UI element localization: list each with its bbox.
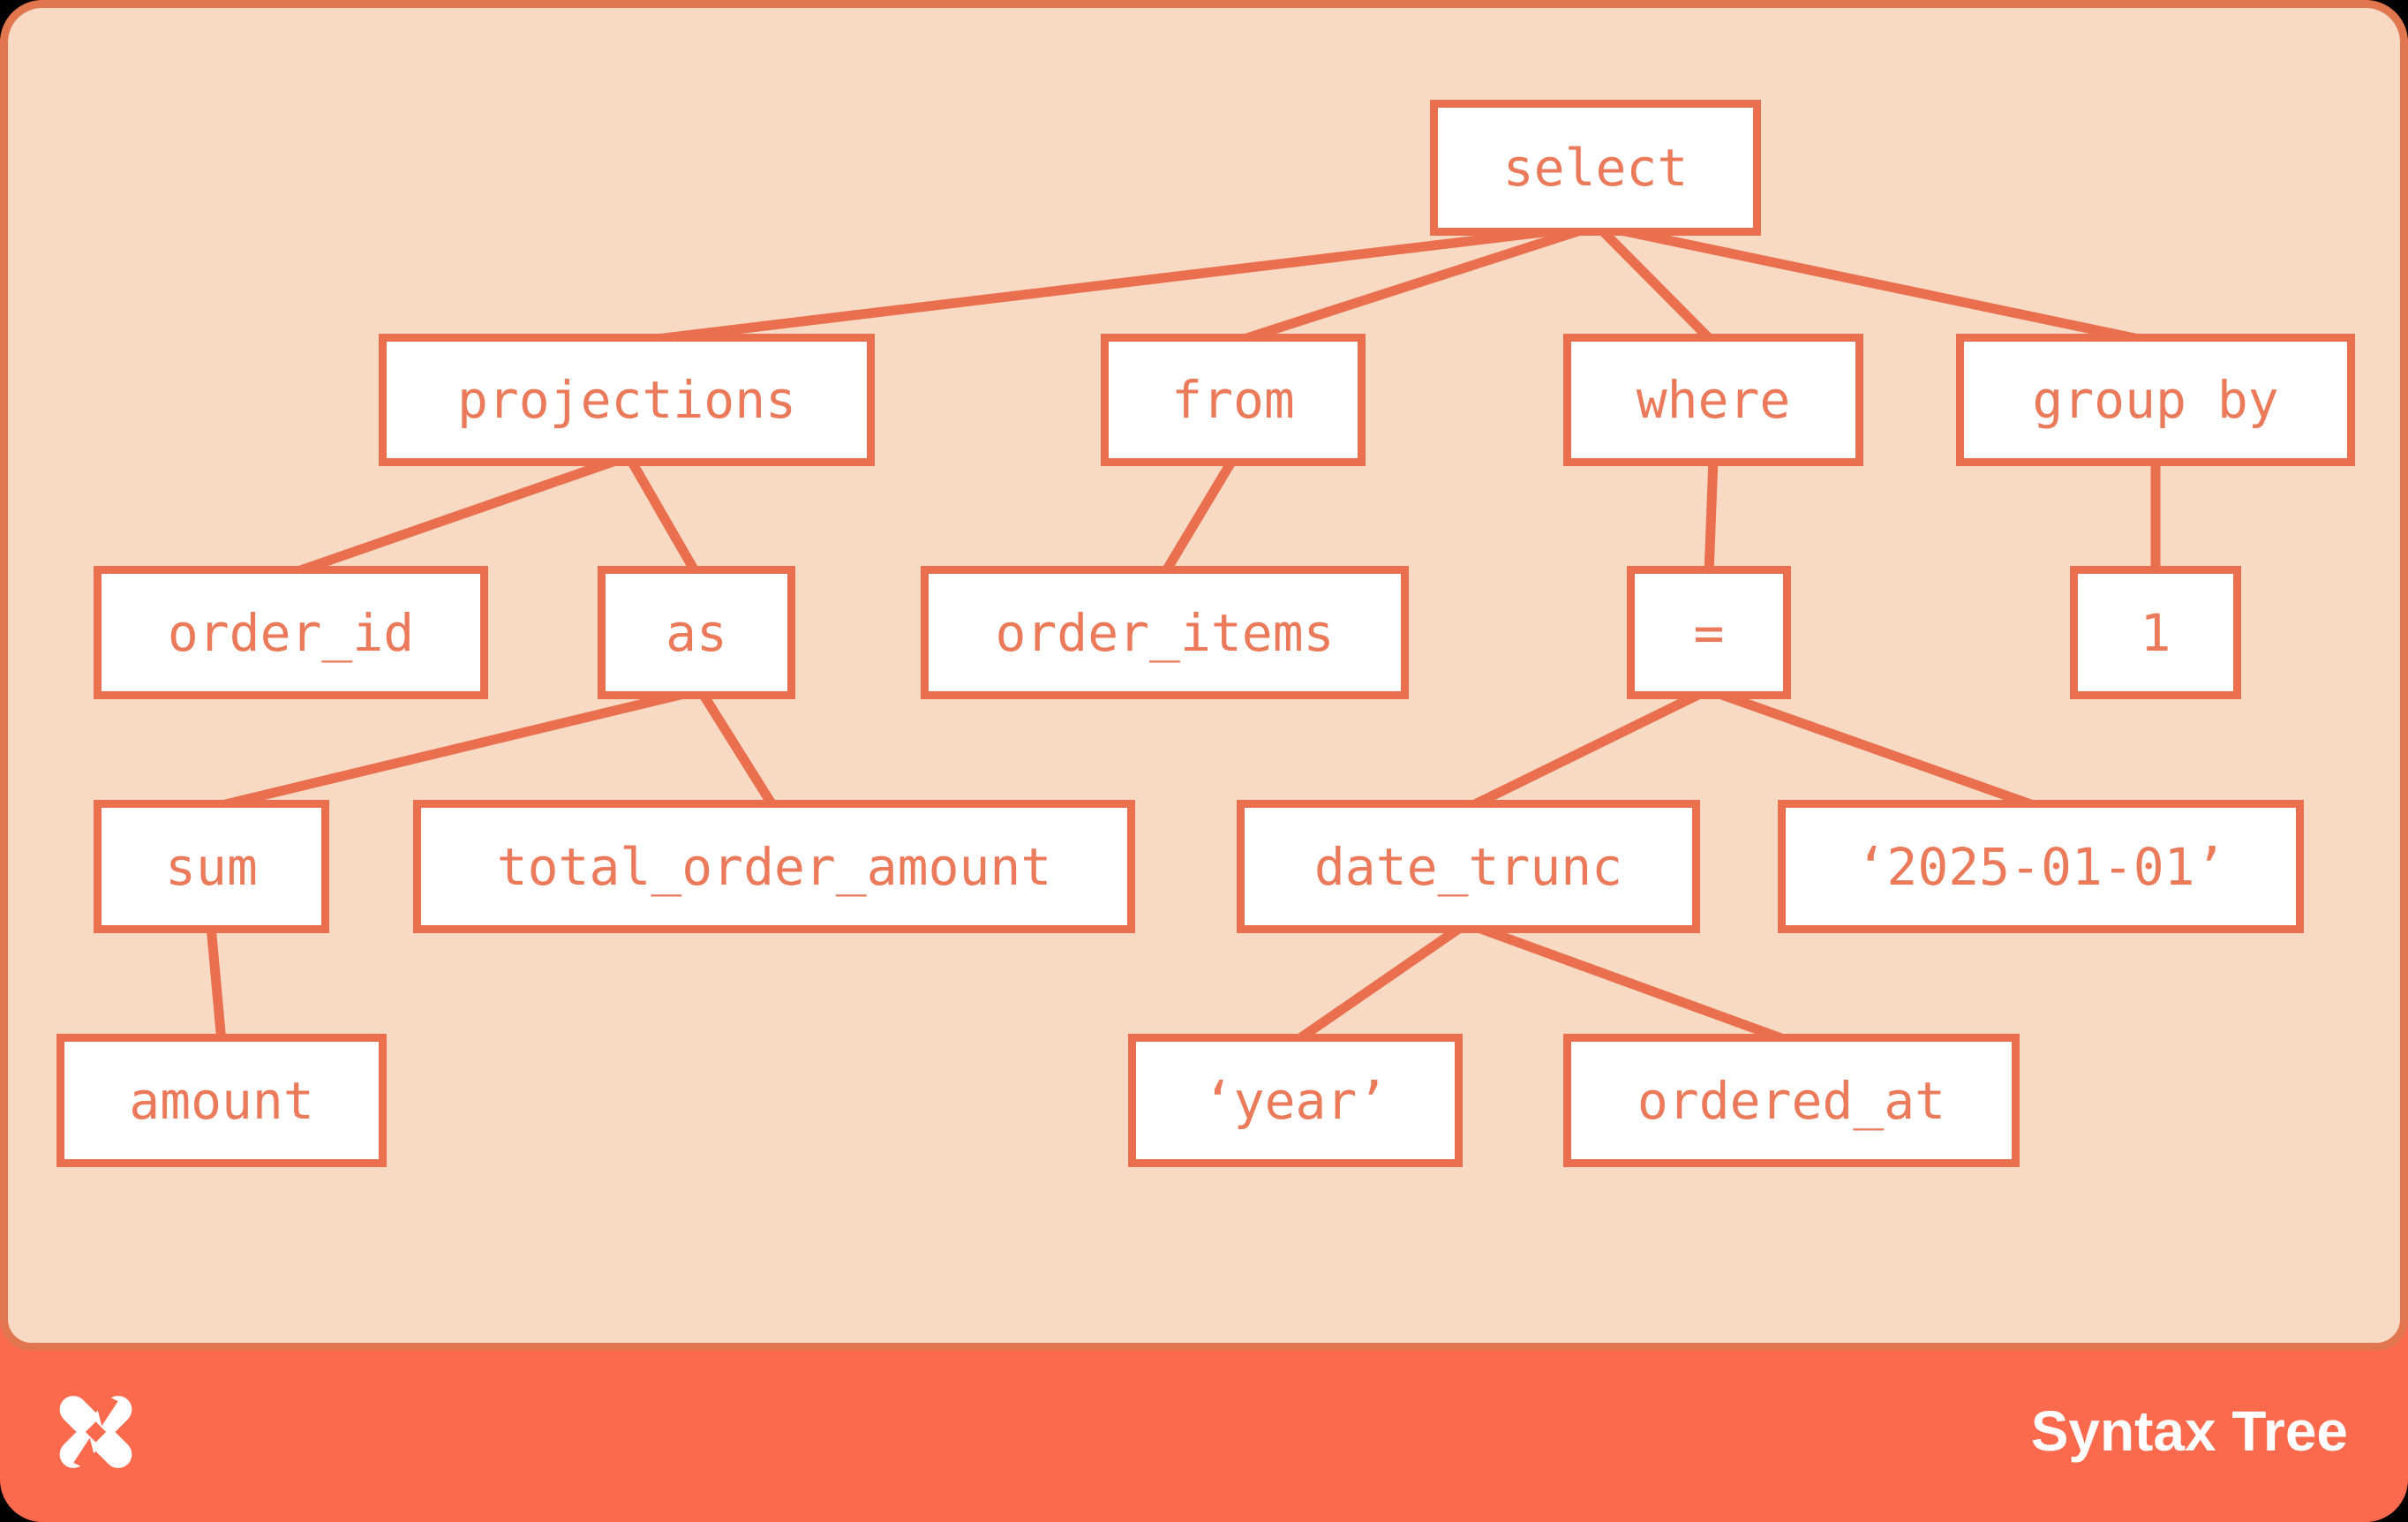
tree-edge-projections-as: [626, 456, 701, 576]
tree-node-group-by: group by: [1956, 334, 2355, 466]
tree-edge-where-eq: [1704, 458, 1719, 575]
tree-edge-eq-date-trunc: [1465, 688, 1706, 812]
tree-edge-select-where: [1596, 224, 1717, 346]
tree-node-where: where: [1563, 334, 1863, 466]
tree-node-one: 1: [2070, 566, 2241, 699]
tree-node-amount: amount: [56, 1034, 387, 1167]
footer-title: Syntax Tree: [2030, 1399, 2348, 1463]
tree-edge-select-projections: [626, 222, 1581, 348]
tree-edge-projections-order-id: [289, 454, 622, 579]
tree-edge-date-trunc-year: [1291, 922, 1466, 1046]
x-logo-icon: [59, 1389, 132, 1475]
tree-node-sum: sum: [94, 800, 329, 933]
tree-edge-sum-amount: [206, 925, 227, 1043]
tree-node-as: as: [598, 566, 795, 699]
tree-node-year-literal: ‘year’: [1128, 1034, 1463, 1167]
tree-edge-as-total-order-amount: [697, 689, 779, 810]
tree-node-date-trunc: date_trunc: [1237, 800, 1700, 933]
tree-node-total-order-amount: total_order_amount: [413, 800, 1135, 933]
tree-node-date-literal: ‘2025-01-01’: [1778, 800, 2304, 933]
tree-node-from: from: [1101, 334, 1366, 466]
tree-node-eq: =: [1627, 566, 1791, 699]
tree-node-select: select: [1430, 100, 1761, 236]
tree-edge-date-trunc-ordered-at: [1471, 921, 1793, 1047]
tree-edge-eq-date-literal: [1712, 687, 2043, 813]
tree-edge-from-order-items: [1160, 456, 1238, 576]
tree-edge-select-group-by: [1607, 222, 2157, 348]
tree-node-ordered-at: ordered_at: [1563, 1034, 2020, 1167]
tree-edge-as-sum: [209, 687, 693, 813]
tree-edge-select-from: [1231, 222, 1591, 348]
tree-node-projections: projections: [379, 334, 875, 466]
tree-node-order-id: order_id: [94, 566, 488, 699]
tree-node-order-items: order_items: [921, 566, 1409, 699]
